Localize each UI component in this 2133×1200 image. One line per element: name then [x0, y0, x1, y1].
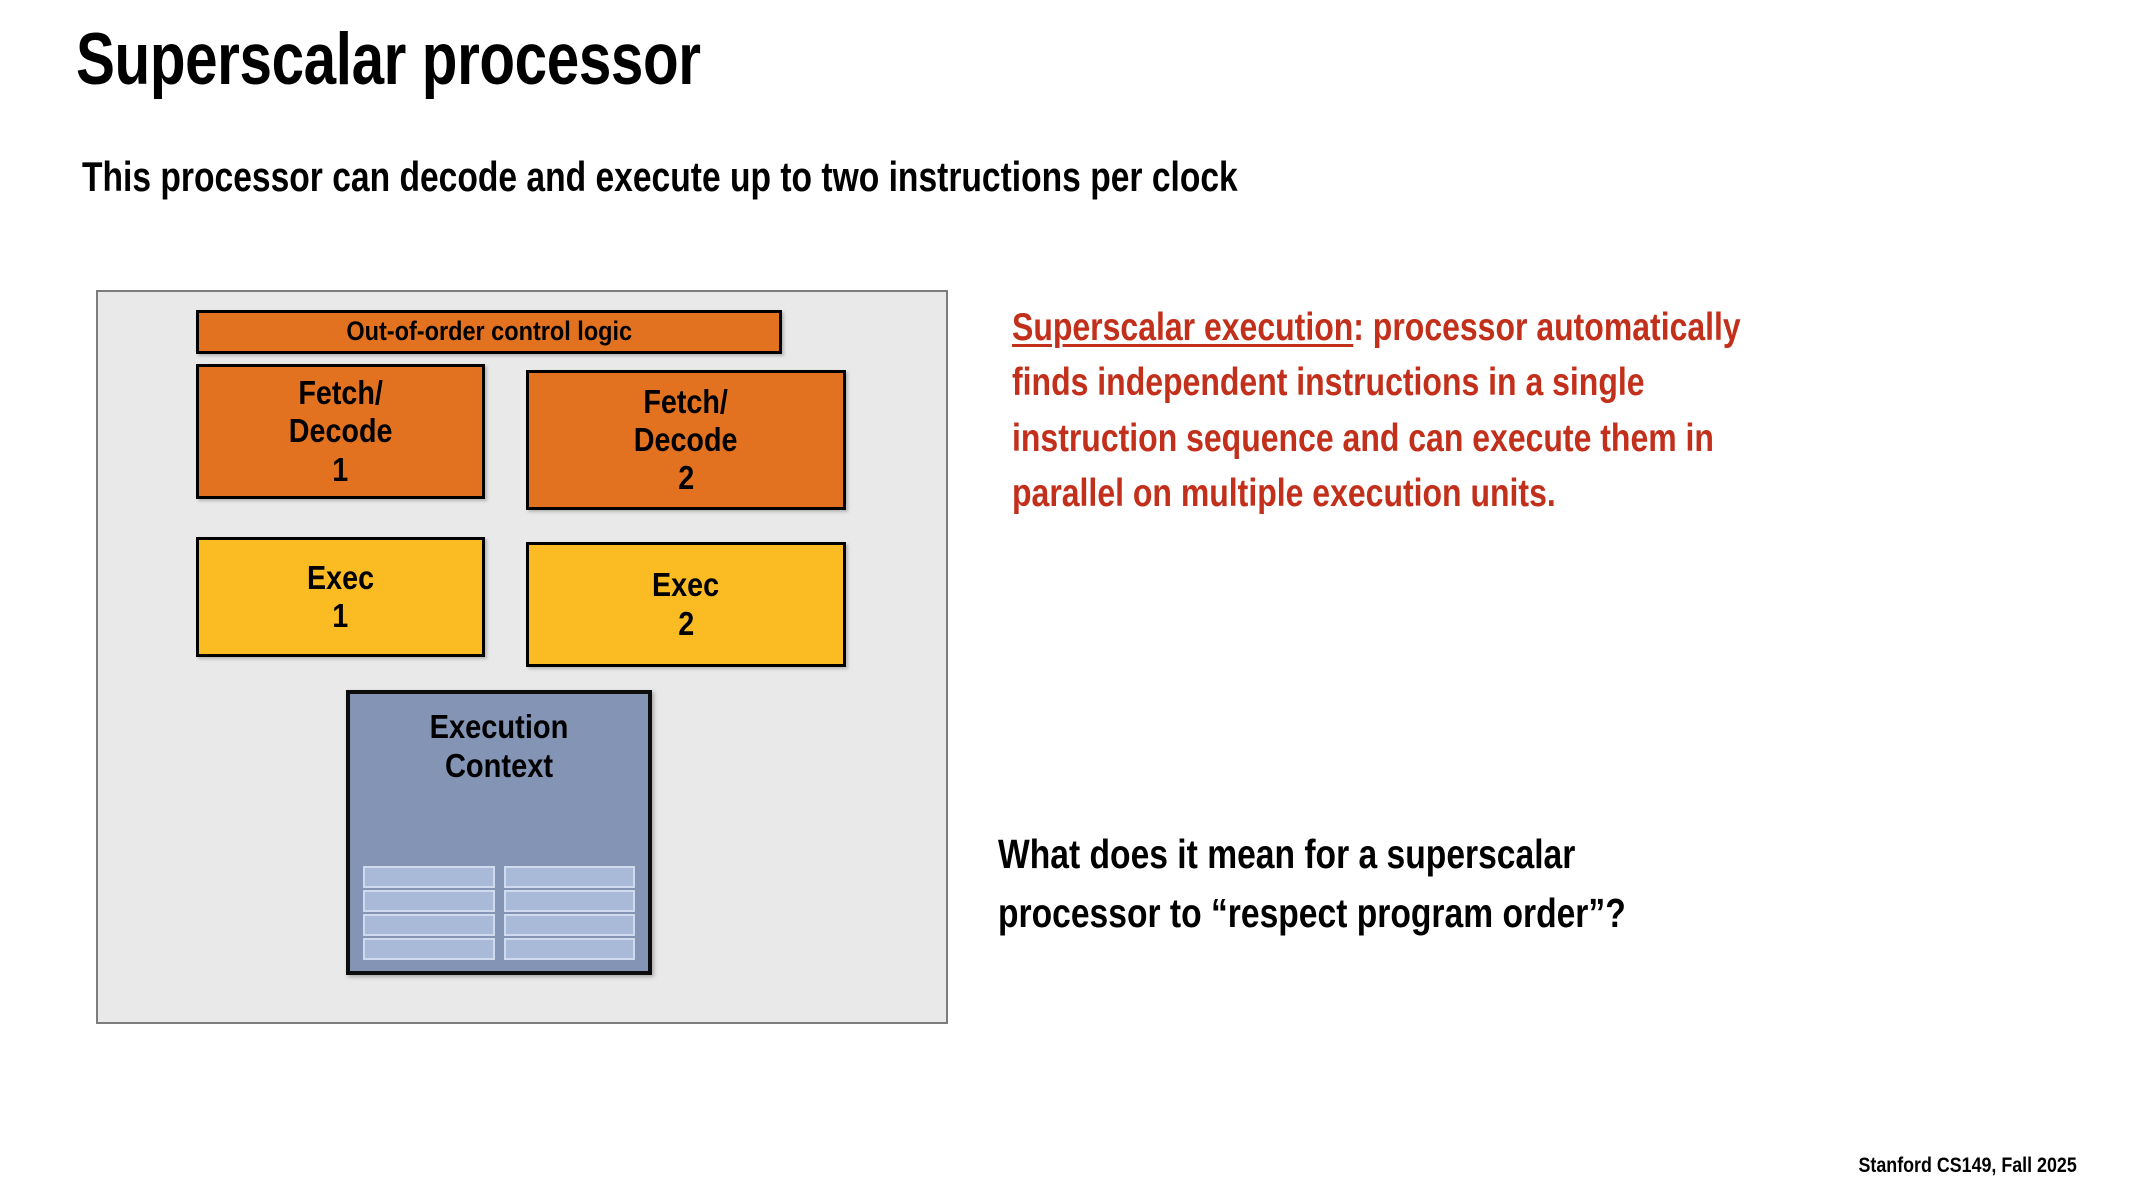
explainer-line-1-rest: : processor automatically	[1353, 306, 1741, 349]
fetch-decode-1-line2: Decode	[288, 412, 393, 450]
fetch-decode-1-line1: Fetch/	[298, 374, 383, 412]
register-cell	[363, 866, 495, 888]
fetch-decode-2-line1: Fetch/	[643, 382, 729, 420]
fetch-decode-2-line2: Decode	[634, 420, 738, 458]
processor-diagram: Out-of-order control logic Fetch/ Decode…	[96, 290, 948, 1024]
exec-1-block: Exec 1	[196, 537, 485, 657]
explainer-line-4: parallel on multiple execution units.	[1012, 472, 1556, 516]
control-logic-label: Out-of-order control logic	[346, 316, 632, 347]
page-title: Superscalar processor	[76, 19, 701, 100]
register-cell	[363, 938, 495, 960]
fetch-decode-1-index: 1	[332, 450, 349, 488]
register-column	[363, 866, 495, 960]
exec-1-label: Exec	[306, 558, 375, 596]
question-line-2: processor to “respect program order”?	[998, 890, 1626, 937]
exec-2-block: Exec 2	[526, 542, 846, 667]
register-cell	[503, 890, 635, 912]
superscalar-explainer-text: Superscalar execution: processor automat…	[1012, 300, 2012, 522]
footer-credit: Stanford CS149, Fall 2025	[1858, 1154, 2077, 1177]
execution-context-line1: Execution	[429, 708, 569, 745]
register-cell	[363, 914, 495, 936]
register-cell	[503, 914, 635, 936]
register-cell	[503, 938, 635, 960]
fetch-decode-2-block: Fetch/ Decode 2	[526, 370, 846, 510]
execution-context-label: Execution Context	[350, 708, 648, 786]
explainer-line-3: instruction sequence and can execute the…	[1012, 416, 1714, 460]
register-cell	[363, 890, 495, 912]
explainer-line-1: Superscalar execution: processor automat…	[1012, 300, 1832, 355]
execution-context-line2: Context	[444, 746, 554, 784]
exec-2-index: 2	[678, 604, 694, 642]
explainer-term: Superscalar execution	[1012, 306, 1354, 349]
execution-context-block: Execution Context	[346, 690, 652, 975]
fetch-decode-1-block: Fetch/ Decode 1	[196, 364, 485, 499]
register-column	[503, 866, 635, 960]
exec-1-index: 1	[332, 597, 349, 634]
fetch-decode-2-index: 2	[678, 459, 694, 497]
page-subtitle: This processor can decode and execute up…	[82, 153, 1238, 200]
explainer-line-2: finds independent instructions in a sing…	[1012, 361, 1645, 405]
out-of-order-control-logic-block: Out-of-order control logic	[196, 310, 782, 354]
register-cell	[503, 866, 635, 888]
question-line-1: What does it mean for a superscalar	[998, 831, 1576, 877]
exec-2-label: Exec	[652, 566, 720, 604]
register-grid	[363, 866, 635, 960]
program-order-question-text: What does it mean for a superscalar proc…	[998, 825, 1998, 944]
